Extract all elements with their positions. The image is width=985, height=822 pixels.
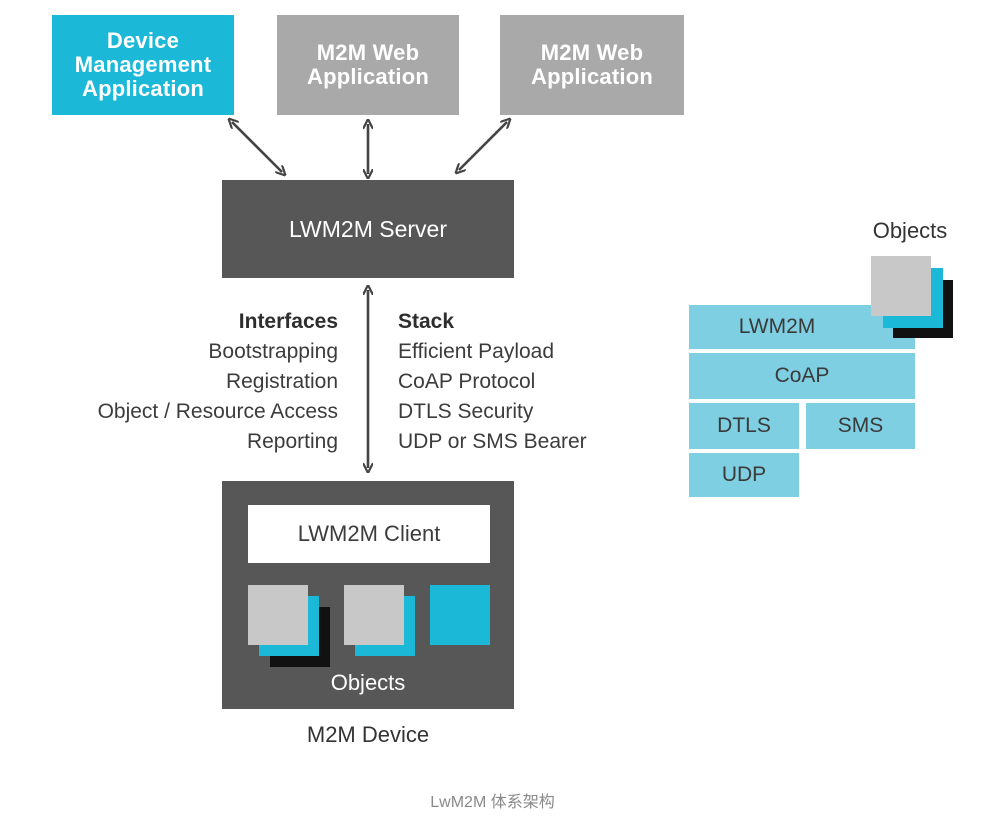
m2m-web-app-label-1: M2M Web Application (307, 40, 429, 89)
interface-item: Reporting (246, 430, 338, 453)
device-management-app-label: Device Management Application (74, 28, 212, 101)
layer-udp-label: UDP (721, 463, 767, 486)
interface-item: Registration (225, 370, 338, 393)
stack-objects-label: Objects (872, 218, 948, 243)
lwm2m-server-label: LWM2M Server (288, 215, 448, 242)
object-square (248, 585, 308, 645)
stack-list: Stack Efficient Payload CoAP Protocol DT… (398, 307, 658, 457)
interface-item: Object / Resource Access (97, 400, 338, 423)
layer-coap: CoAP (687, 351, 917, 401)
interfaces-list: Interfaces Bootstrapping Registration Ob… (30, 307, 338, 457)
stack-object-square (871, 256, 931, 316)
m2m-web-app-box-2: M2M Web Application (500, 15, 684, 115)
layer-coap-label: CoAP (774, 364, 830, 387)
m2m-web-app-label-2: M2M Web Application (531, 40, 653, 89)
device-objects-label: Objects (330, 670, 406, 695)
lwm2m-client-box: LWM2M Client (248, 505, 490, 563)
arrow-webapp2-server (459, 122, 507, 170)
object-square-cyan (430, 585, 490, 645)
interface-item: Bootstrapping (208, 340, 338, 363)
lwm2m-client-label: LWM2M Client (297, 521, 441, 546)
m2m-web-app-box-1: M2M Web Application (277, 15, 459, 115)
layer-dtls: DTLS (687, 401, 801, 451)
stack-item: UDP or SMS Bearer (398, 430, 587, 453)
interfaces-title: Interfaces (238, 310, 338, 333)
layer-sms-label: SMS (837, 414, 884, 437)
figure-caption: LwM2M 体系架构 (430, 794, 555, 811)
object-square (344, 585, 404, 645)
lwm2m-server-box: LWM2M Server (222, 180, 514, 278)
device-management-app-box: Device Management Application (52, 15, 234, 115)
layer-dtls-label: DTLS (717, 414, 771, 437)
stack-item: Efficient Payload (398, 340, 555, 363)
stack-title: Stack (398, 310, 455, 333)
arrow-device-mgmt-server (232, 122, 282, 172)
layer-sms: SMS (804, 401, 917, 451)
m2m-device-label: M2M Device (306, 722, 430, 747)
stack-item: CoAP Protocol (398, 370, 536, 393)
layer-lwm2m-label: LWM2M (738, 315, 816, 338)
stack-item: DTLS Security (398, 400, 534, 423)
layer-udp: UDP (687, 451, 801, 499)
